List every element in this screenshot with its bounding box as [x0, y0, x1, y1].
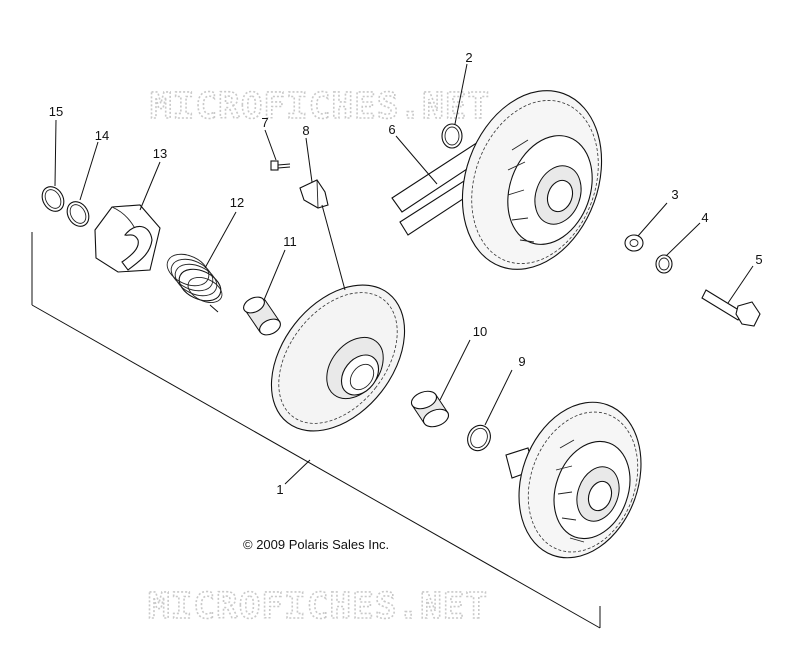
- part-4-washer: [655, 254, 673, 274]
- callout-5: 5: [755, 252, 762, 267]
- part-5-bolt: [701, 289, 761, 327]
- callout-10: 10: [473, 324, 487, 339]
- callout-11: 11: [283, 234, 297, 249]
- callout-9: 9: [518, 354, 525, 369]
- callout-15: 15: [49, 104, 63, 119]
- callout-14: 14: [95, 128, 109, 143]
- assembly-bracket: [31, 232, 601, 629]
- upper-clutch: [461, 90, 603, 270]
- callout-4: 4: [701, 210, 708, 225]
- watermark-bottom: MICROFICHES.NET: [148, 586, 488, 627]
- part-2-washer: [441, 123, 463, 149]
- copyright-text: © 2009 Polaris Sales Inc.: [243, 537, 389, 552]
- part-15-snap-ring: [41, 186, 65, 212]
- callout-numbers: 1 2 3 4 5 6 7 8 9 10 11 12 13 14 15: [49, 50, 763, 497]
- callout-2: 2: [465, 50, 472, 65]
- callout-3: 3: [671, 187, 678, 202]
- leader-lines: [54, 63, 754, 485]
- part-11-bushing: [243, 296, 281, 336]
- callout-6: 6: [388, 122, 395, 137]
- part-7-screw: [270, 160, 291, 171]
- part-9-ring: [467, 424, 491, 452]
- part-13-helix: [94, 204, 161, 273]
- callout-13: 13: [153, 146, 167, 161]
- lower-fixed-sheave: [505, 401, 642, 559]
- callout-8: 8: [302, 123, 309, 138]
- part-12-spring: [166, 253, 223, 313]
- callout-1: 1: [276, 482, 283, 497]
- part-14-washer: [66, 201, 90, 227]
- part-1-sheave: [270, 284, 406, 432]
- part-3-washer: [624, 234, 644, 252]
- callout-12: 12: [230, 195, 244, 210]
- callout-7: 7: [261, 115, 268, 130]
- part-8-roller: [299, 179, 329, 209]
- watermark-top: MICROFICHES.NET: [150, 86, 490, 127]
- part-10-bushing: [410, 390, 450, 428]
